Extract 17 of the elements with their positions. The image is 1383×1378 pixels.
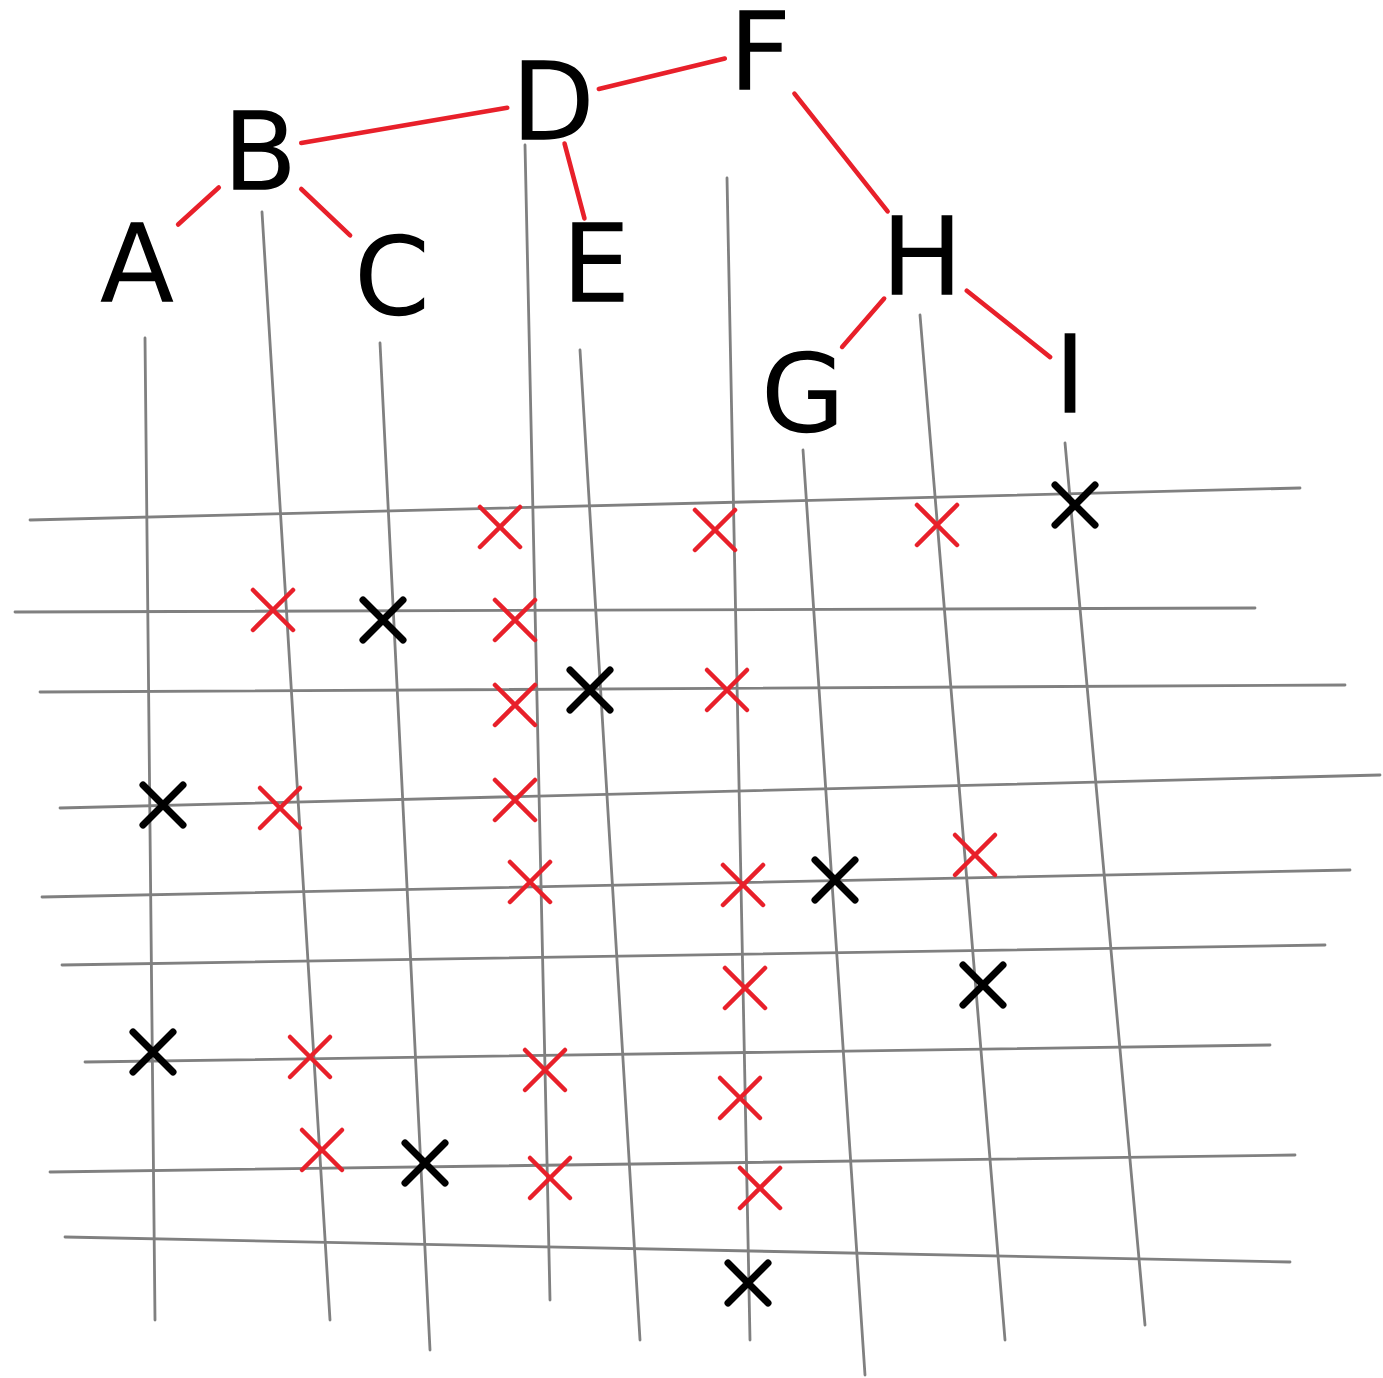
tree-letter: F — [739, 10, 785, 90]
tree-letter: C — [360, 233, 425, 317]
tree-branch — [964, 288, 1053, 360]
tree-branch — [839, 296, 887, 350]
tree-branch — [562, 141, 587, 221]
tree-letter: G — [766, 350, 837, 434]
tree-letter: I — [1064, 333, 1076, 413]
tree-letter: D — [521, 60, 589, 140]
tree-branch — [298, 186, 353, 238]
tree-branch — [596, 56, 728, 92]
tree-letter: A — [100, 222, 174, 302]
tree-branch — [175, 185, 222, 227]
tree-letter: E — [572, 222, 624, 302]
tree-branch — [298, 105, 510, 146]
tree-letter: H — [891, 215, 953, 295]
tree-letter: B — [233, 110, 290, 190]
tree-branch — [792, 91, 890, 214]
